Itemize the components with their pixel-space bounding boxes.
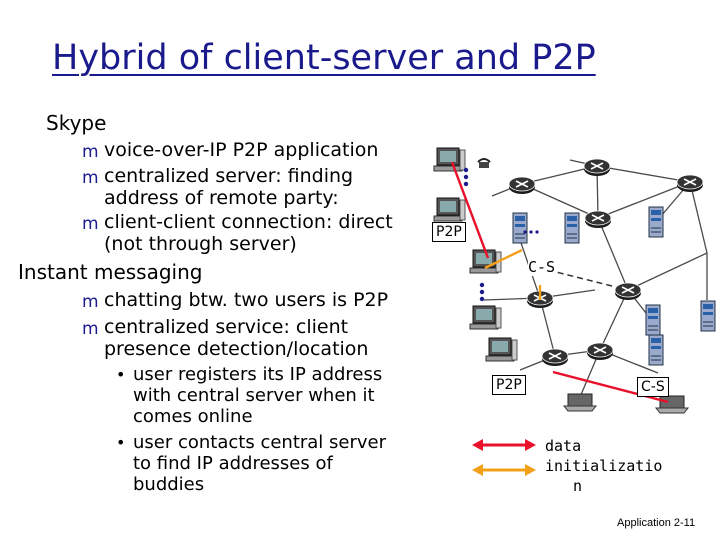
connector-dots xyxy=(463,167,539,302)
label-p2p-top: P2P xyxy=(432,222,466,242)
router-icon xyxy=(614,282,642,301)
legend: data initializatio n xyxy=(545,436,662,496)
skype-bullet-3-line-2: (not through server) xyxy=(104,233,297,255)
label-p2p-bottom: P2P xyxy=(492,375,526,395)
section-heading-skype: Skype xyxy=(46,111,107,135)
im-bullet-2-line-2: presence detection/location xyxy=(104,338,369,360)
bullet-icon: m xyxy=(82,214,99,234)
slide-footer: Application 2-11 xyxy=(617,517,696,529)
server-icon xyxy=(645,304,661,336)
im-bullet-1: chatting btw. two users is P2P xyxy=(104,289,389,311)
legend-arrows xyxy=(472,439,536,476)
init-arrows xyxy=(484,248,542,300)
router-icon xyxy=(586,342,614,361)
im-sub-bullet-1-line-1: user registers its IP address xyxy=(133,364,383,385)
legend-init-label-1: initializatio xyxy=(545,457,663,475)
im-bullet-2-line-1: centralized service: client xyxy=(104,316,349,338)
router-icon xyxy=(508,176,536,195)
skype-bullet-2-line-2: address of remote party: xyxy=(104,187,339,209)
server-icon xyxy=(512,212,528,244)
server-icon xyxy=(648,206,664,238)
computer-icon xyxy=(433,147,466,172)
sub-bullet-icon: • xyxy=(116,433,126,452)
bullet-icon: m xyxy=(82,319,99,339)
im-sub-bullet-2-line-1: user contacts central server xyxy=(133,432,387,453)
label-cs-top: C-S xyxy=(528,258,556,276)
section-heading-im: Instant messaging xyxy=(18,260,203,284)
server-icon xyxy=(564,212,580,244)
bullet-icon: m xyxy=(82,168,99,188)
computer-icon xyxy=(469,305,502,330)
router-icon xyxy=(583,158,611,177)
legend-init-label-2: n xyxy=(573,477,583,495)
im-sub-bullet-2-line-2: to find IP addresses of xyxy=(133,453,333,474)
slide-title: Hybrid of client-server and P2P xyxy=(52,38,596,78)
router-icon xyxy=(584,210,612,229)
bullet-icon: m xyxy=(82,142,99,162)
im-sub-bullet-2-line-3: buddies xyxy=(133,474,205,495)
router-icon xyxy=(541,348,569,367)
server-icon xyxy=(648,334,664,366)
data-arrows xyxy=(450,161,669,404)
laptop-icon xyxy=(655,395,689,414)
sub-bullet-icon: • xyxy=(116,365,126,384)
skype-bullet-1: voice-over-IP P2P application xyxy=(104,139,379,161)
bullet-icon: m xyxy=(82,292,99,312)
laptop-icon xyxy=(563,393,597,412)
router-icon xyxy=(676,174,704,193)
im-sub-bullet-1-line-2: with central server when it xyxy=(133,385,375,406)
skype-bullet-2-line-1: centralized server: finding xyxy=(104,165,354,187)
legend-data-label: data xyxy=(545,437,582,455)
skype-bullet-3-line-1: client-client connection: direct xyxy=(104,211,393,233)
computer-icon xyxy=(433,197,466,222)
cs-dashed-link xyxy=(547,269,629,291)
computer-icon xyxy=(485,337,518,362)
phone-icon xyxy=(477,158,491,168)
network-links xyxy=(483,159,708,398)
label-cs-bottom: C-S xyxy=(637,377,669,397)
server-icon xyxy=(700,300,716,332)
im-sub-bullet-1-line-3: comes online xyxy=(133,406,253,427)
